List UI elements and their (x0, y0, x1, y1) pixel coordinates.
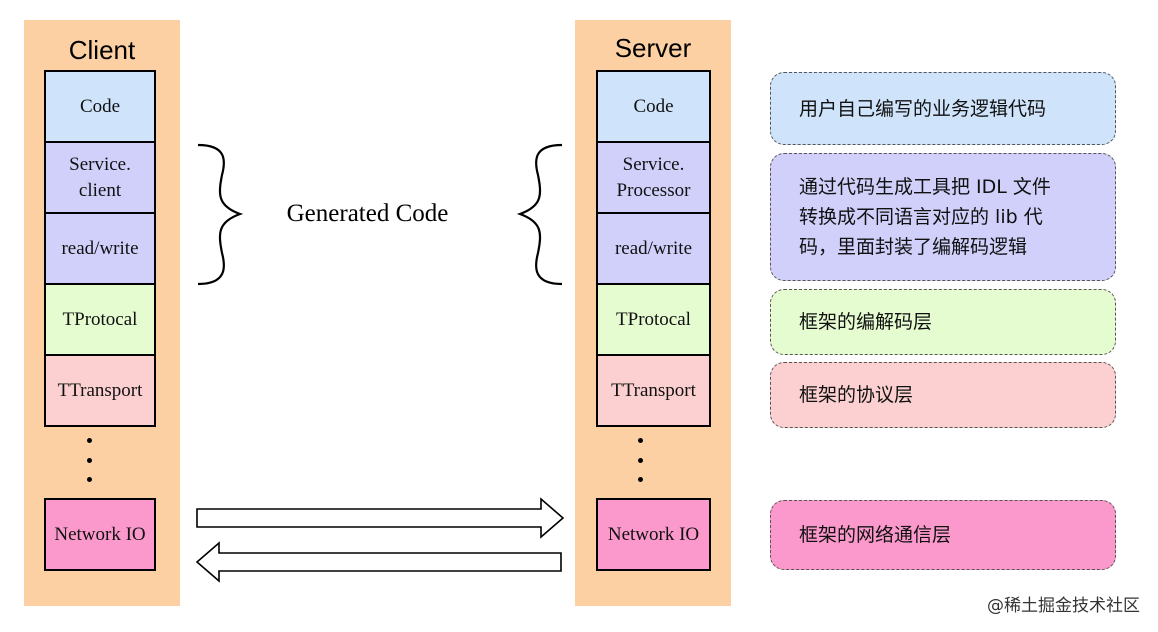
generated-code-label: Generated Code (286, 200, 449, 227)
server-protocol-layer: TProtocal (596, 283, 711, 356)
client-protocol-layer: TProtocal (44, 283, 156, 356)
note-protocol-layer: 框架的编解码层 (770, 289, 1116, 355)
server-column: Server Code Service. Processor read/writ… (575, 20, 731, 606)
server-ellipsis (575, 432, 731, 488)
client-column: Client Code Service. client read/write T… (24, 20, 180, 606)
client-ellipsis (24, 432, 180, 488)
note-generated-code: 通过代码生成工具把 IDL 文件 转换成不同语言对应的 lib 代 码，里面封装… (770, 153, 1116, 281)
client-title: Client (68, 35, 136, 65)
client-read-write-layer: read/write (44, 212, 156, 285)
note-business-code: 用户自己编写的业务逻辑代码 (770, 72, 1116, 145)
note-network-io-layer: 框架的网络通信层 (770, 500, 1116, 570)
right-brace (516, 143, 563, 286)
response-arrow (195, 541, 562, 583)
server-network-io-layer: Network IO (596, 498, 711, 571)
server-transport-layer: TTransport (596, 354, 711, 427)
request-arrow (196, 497, 565, 539)
left-brace (197, 143, 244, 286)
server-service-layer: Service. Processor (596, 141, 711, 214)
client-transport-layer: TTransport (44, 354, 156, 427)
client-network-io-layer: Network IO (44, 498, 156, 571)
client-service-layer: Service. client (44, 141, 156, 214)
note-transport-layer: 框架的协议层 (770, 362, 1116, 428)
server-title: Server (614, 33, 692, 63)
server-code-layer: Code (596, 70, 711, 143)
watermark: @稀土掘金技术社区 (987, 596, 1140, 616)
